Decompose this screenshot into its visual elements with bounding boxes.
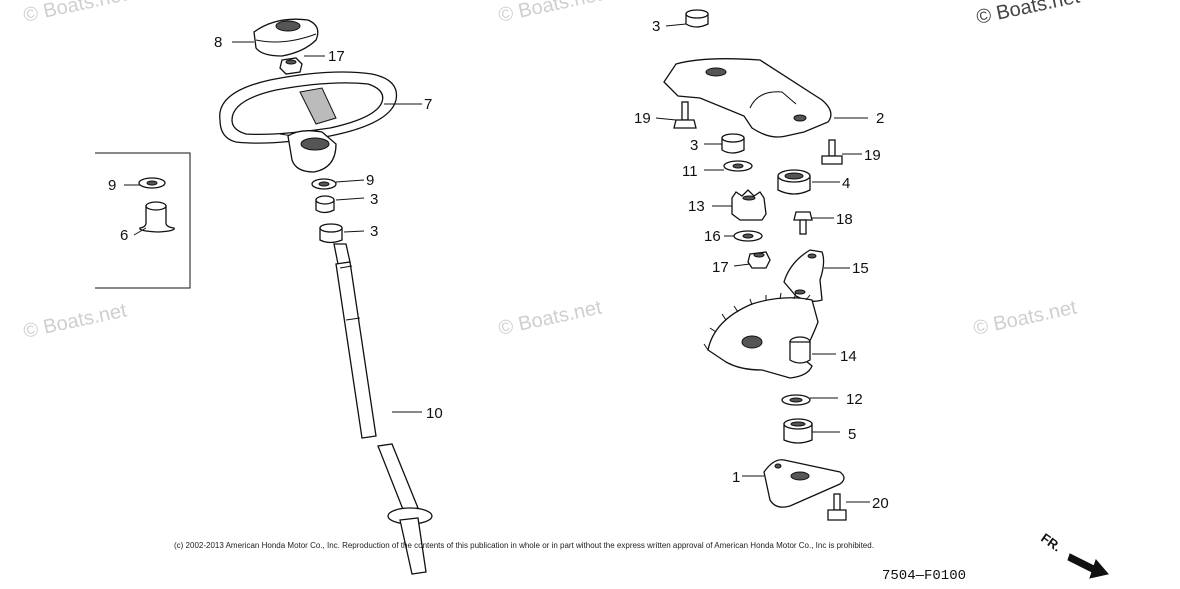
washer-12 (781, 394, 811, 406)
callout-20: 20 (872, 495, 889, 512)
watermark-top-right: © Boats.net (974, 0, 1082, 29)
bolt-19-left (673, 101, 697, 129)
callout-18: 18 (836, 211, 853, 228)
mounting-plate-1 (763, 459, 845, 508)
inset-box (95, 152, 191, 289)
watermark-top-center: © Boats.net (496, 0, 604, 27)
callout-19-right: 19 (864, 147, 881, 164)
steering-cap-8 (253, 18, 319, 57)
bushing-3-upper (315, 195, 335, 214)
callout-17-top: 17 (328, 48, 345, 65)
front-direction-indicator: FR. (1038, 530, 1109, 579)
washer-11 (723, 160, 753, 172)
callout-8: 8 (214, 34, 222, 51)
front-arrow-icon (1067, 553, 1109, 579)
bolt-18 (793, 211, 813, 235)
callout-3-upper: 3 (370, 191, 378, 208)
bolt-19-right (821, 139, 843, 165)
bushing-3-mid-right (721, 133, 745, 154)
watermarks: © Boats.net © Boats.net © Boats.net © Bo… (21, 0, 1082, 343)
callout-13: 13 (688, 198, 705, 215)
callout-17-right: 17 (712, 259, 729, 276)
steering-shaft-10 (333, 243, 433, 575)
washer-16 (733, 230, 763, 242)
callout-15: 15 (852, 260, 869, 277)
callout-7: 7 (424, 96, 432, 113)
callout-11: 11 (682, 163, 698, 180)
sector-gear-14 (703, 292, 819, 379)
callout-1: 1 (732, 469, 740, 486)
nut-17-right (747, 251, 771, 269)
bushing-4 (777, 169, 811, 195)
watermark-mid-left: © Boats.net (21, 299, 129, 342)
steering-wheel-7 (219, 71, 398, 173)
callout-12: 12 (846, 391, 863, 408)
watermark-mid-center: © Boats.net (496, 296, 604, 339)
callout-10: 10 (426, 405, 443, 422)
callouts: 8 17 7 9 6 9 3 3 10 3 2 19 3 19 11 4 13 … (108, 18, 889, 512)
watermark-mid-right: © Boats.net (971, 296, 1079, 339)
bracket-2 (663, 58, 832, 138)
pinion-gear-13 (731, 189, 767, 221)
diagram-code: 7504—F0100 (882, 568, 966, 584)
nut-17-top (279, 57, 303, 75)
callout-2: 2 (876, 110, 884, 127)
copyright-notice: (c) 2002-2013 American Honda Motor Co., … (174, 541, 874, 550)
callout-3-lower: 3 (370, 223, 378, 240)
bushing-5 (783, 418, 813, 444)
callout-3-top-right: 3 (652, 18, 660, 35)
callout-19-left: 19 (634, 110, 651, 127)
callout-4: 4 (842, 175, 850, 192)
callout-9: 9 (366, 172, 374, 189)
callout-14: 14 (840, 348, 857, 365)
bushing-6-inset (139, 205, 175, 233)
callout-16: 16 (704, 228, 721, 245)
watermark-top-left: © Boats.net (21, 0, 129, 27)
steering-arm-15 (783, 249, 825, 302)
bolt-20 (827, 493, 847, 521)
callout-6: 6 (120, 227, 128, 244)
bushing-3-lower (319, 223, 343, 244)
callout-5: 5 (848, 426, 856, 443)
bushing-3-top-right (685, 9, 709, 28)
callout-9-inset: 9 (108, 177, 116, 194)
callout-3-mid-right: 3 (690, 137, 698, 154)
front-label: FR. (1038, 530, 1064, 554)
collar-9 (311, 178, 337, 190)
